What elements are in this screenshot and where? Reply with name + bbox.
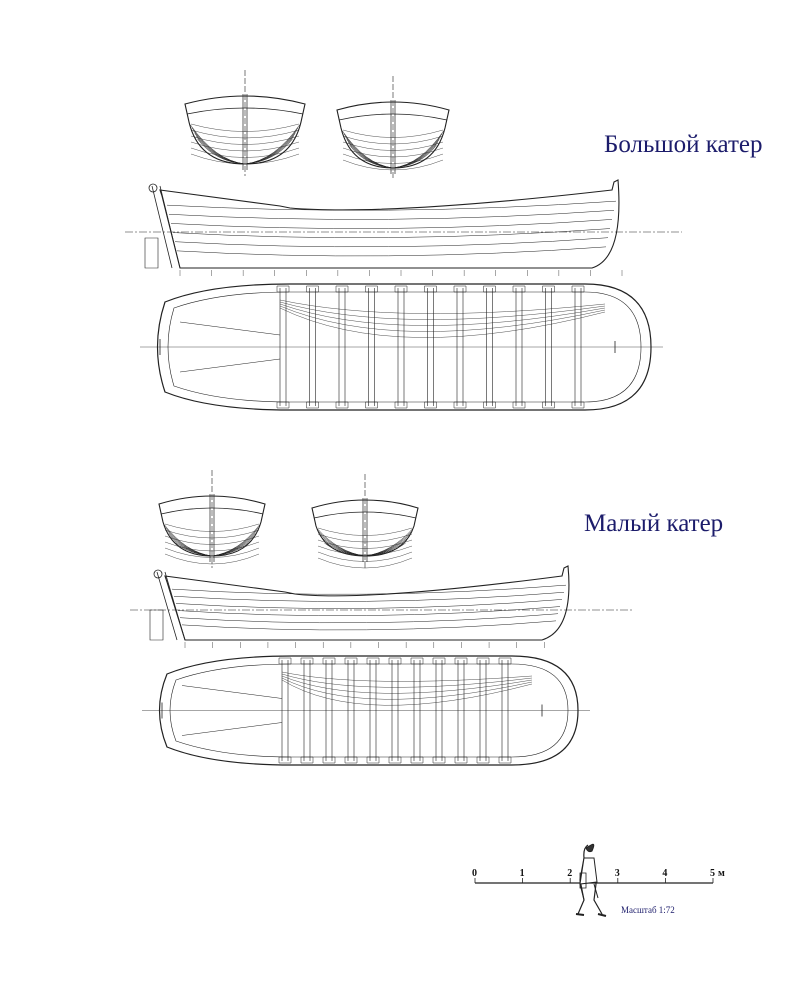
scale-tick-label: 4 [662,868,667,879]
scale-caption: Масштаб 1:72 [621,905,675,915]
scale-unit: м [718,868,725,879]
scale-tick-label: 5 [710,868,715,879]
large-boat-stern-section [184,70,306,176]
small-boat-stern-section [158,470,266,568]
small-boat-plan [142,655,590,766]
scale-tick-label: 3 [615,868,620,879]
small-boat-title: Малый катер [584,510,724,537]
large-boat-title: Большой катер [604,131,763,158]
small-boat-bow-section [311,474,419,569]
large-boat-plan [140,283,663,411]
scale-tick-label: 2 [567,868,572,879]
large-boat-bow-section [336,76,450,180]
scale-tick-label: 1 [520,868,525,879]
large-boat-profile [125,179,682,276]
small-boat-profile [130,565,632,648]
scale-tick-label: 0 [472,868,477,879]
human-figure [575,843,607,917]
